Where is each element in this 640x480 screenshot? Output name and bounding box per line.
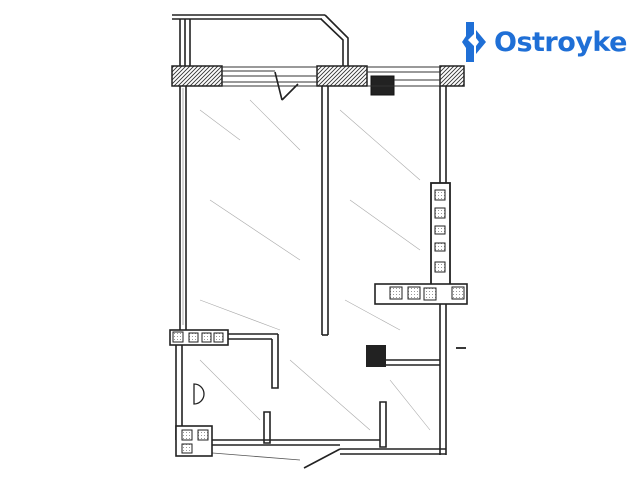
bathroom-block xyxy=(169,329,279,405)
kitchen-counter xyxy=(374,283,468,349)
wall-column xyxy=(171,65,223,87)
balcony-door xyxy=(274,71,299,101)
kitchen-column xyxy=(430,182,451,302)
sketch-marks xyxy=(199,99,431,431)
brand-logo: Ostroyke xyxy=(462,20,627,64)
bottom-wall xyxy=(175,425,446,469)
wall-column xyxy=(439,65,465,87)
toilet xyxy=(193,383,205,405)
wall-column xyxy=(316,65,368,87)
brand-name: Ostroyke xyxy=(494,26,627,58)
balcony xyxy=(172,14,349,68)
interior-walls xyxy=(175,86,447,455)
hallway-walls xyxy=(263,345,440,448)
ostroyke-logo-icon xyxy=(462,22,486,62)
top-exterior-wall xyxy=(171,65,465,101)
entrance-door xyxy=(303,448,341,469)
ventilation-shaft xyxy=(366,345,386,367)
